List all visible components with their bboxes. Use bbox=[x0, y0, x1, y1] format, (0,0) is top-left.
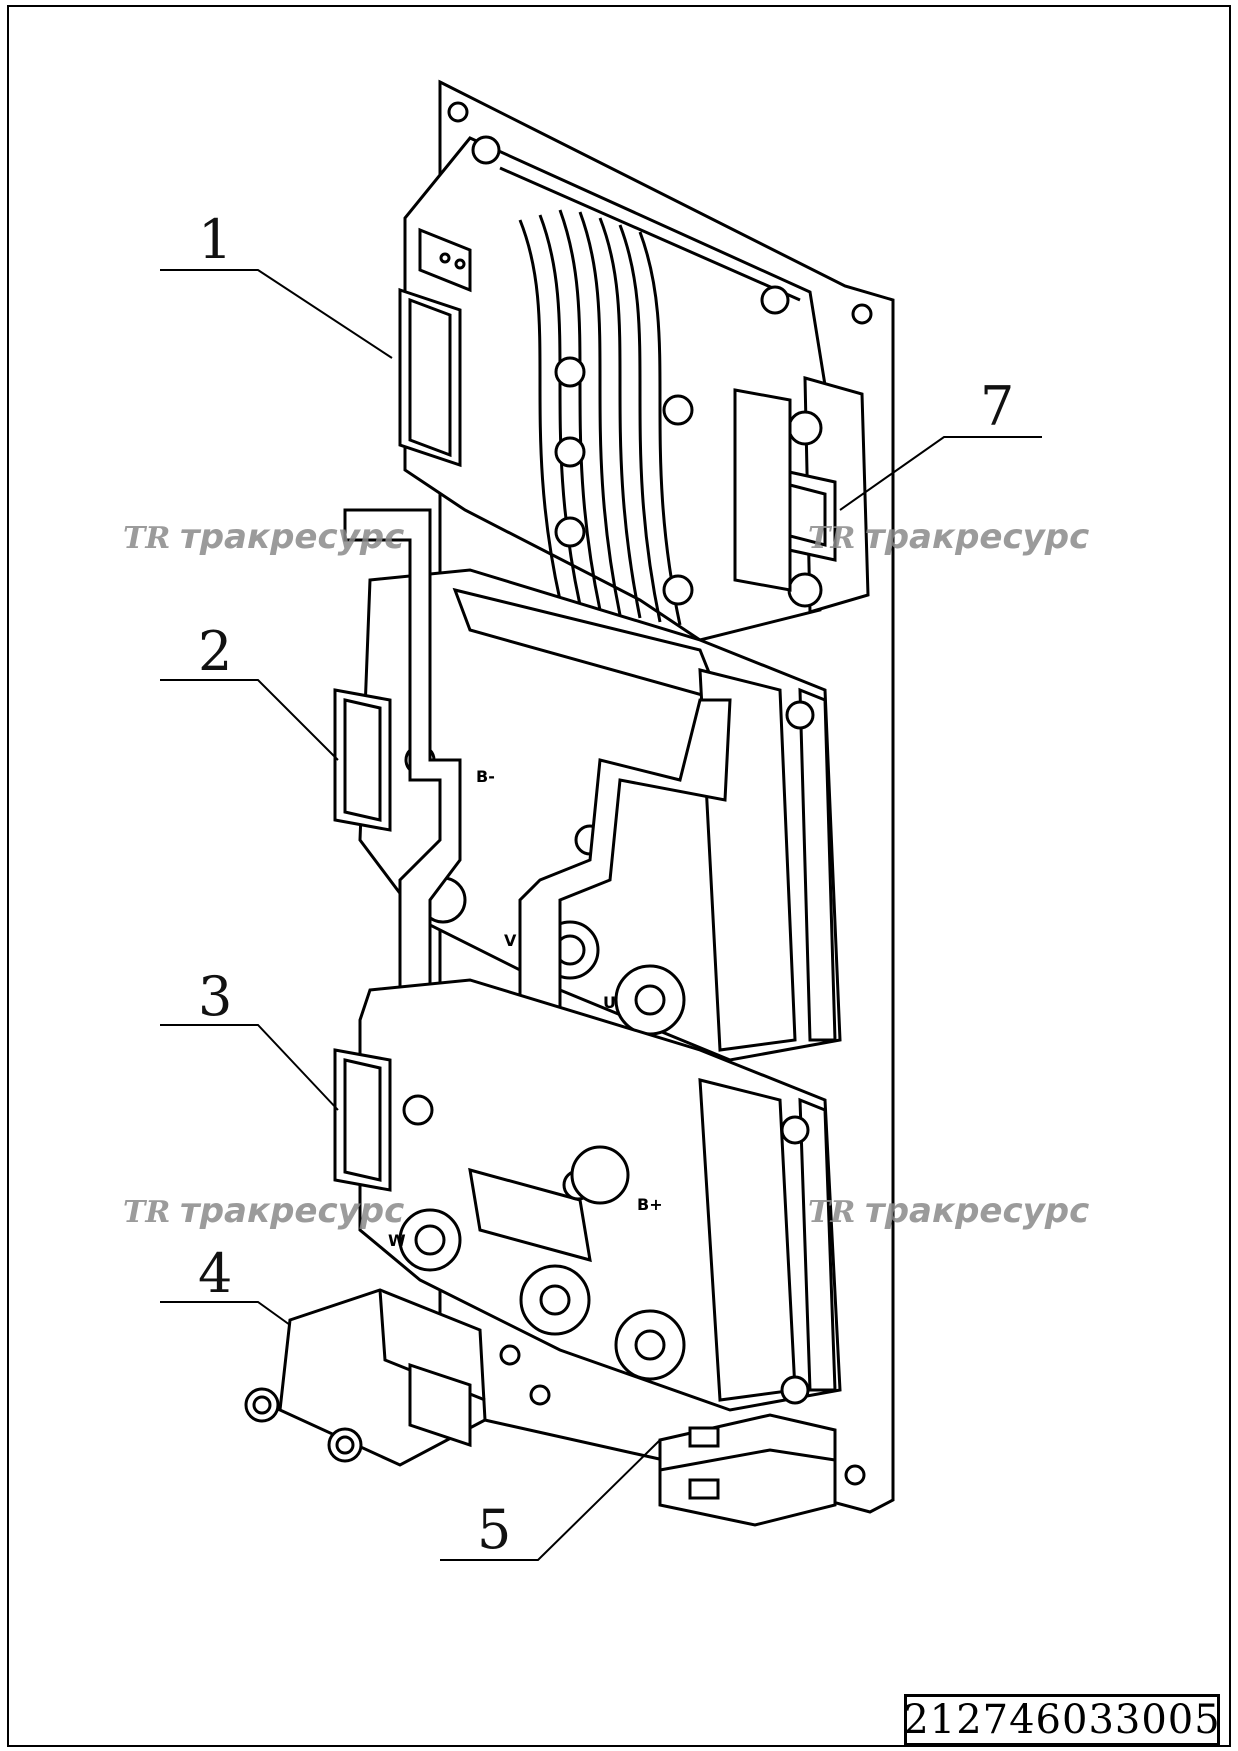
watermark-text: тракресурс bbox=[180, 1191, 404, 1231]
fuse-holder-5 bbox=[658, 1413, 837, 1527]
watermark-bottom-right: TR тракресурс bbox=[808, 1191, 1089, 1231]
terminal-label-b-plus: B+ bbox=[637, 1195, 663, 1214]
watermark-logo: TR bbox=[123, 1195, 170, 1230]
terminal-label-w: W bbox=[388, 1231, 406, 1250]
watermark-logo: TR bbox=[123, 521, 170, 556]
callout-7: 7 bbox=[980, 375, 1014, 438]
watermark-top-left: TR тракресурс bbox=[123, 517, 404, 557]
watermark-logo: TR bbox=[808, 521, 855, 556]
watermark-text: тракресурс bbox=[865, 517, 1089, 557]
callout-1: 1 bbox=[198, 208, 232, 271]
part-number-box: 212746033005 bbox=[903, 1694, 1221, 1746]
watermark-text: тракресурс bbox=[865, 1191, 1089, 1231]
watermark-text: тракресурс bbox=[180, 517, 404, 557]
callout-5: 5 bbox=[477, 1498, 511, 1561]
contactor-4 bbox=[244, 1288, 551, 1467]
watermark-logo: TR bbox=[808, 1195, 855, 1230]
callout-2: 2 bbox=[198, 620, 232, 683]
side-connector-7 bbox=[733, 376, 870, 614]
watermark-bottom-left: TR тракресурс bbox=[123, 1191, 404, 1231]
controller-unit-3 bbox=[333, 978, 842, 1412]
leader-lines bbox=[160, 269, 1042, 1561]
drawing-border bbox=[7, 5, 1231, 1747]
callout-3: 3 bbox=[198, 965, 232, 1028]
terminal-label-b-minus: B- bbox=[476, 767, 495, 786]
terminal-label-v: V bbox=[504, 931, 517, 950]
controller-unit-1 bbox=[398, 135, 827, 642]
terminal-label-u: U bbox=[603, 993, 616, 1012]
watermark-top-right: TR тракресурс bbox=[808, 517, 1089, 557]
part-number: 212746033005 bbox=[903, 1697, 1221, 1743]
callout-4: 4 bbox=[198, 1242, 232, 1305]
